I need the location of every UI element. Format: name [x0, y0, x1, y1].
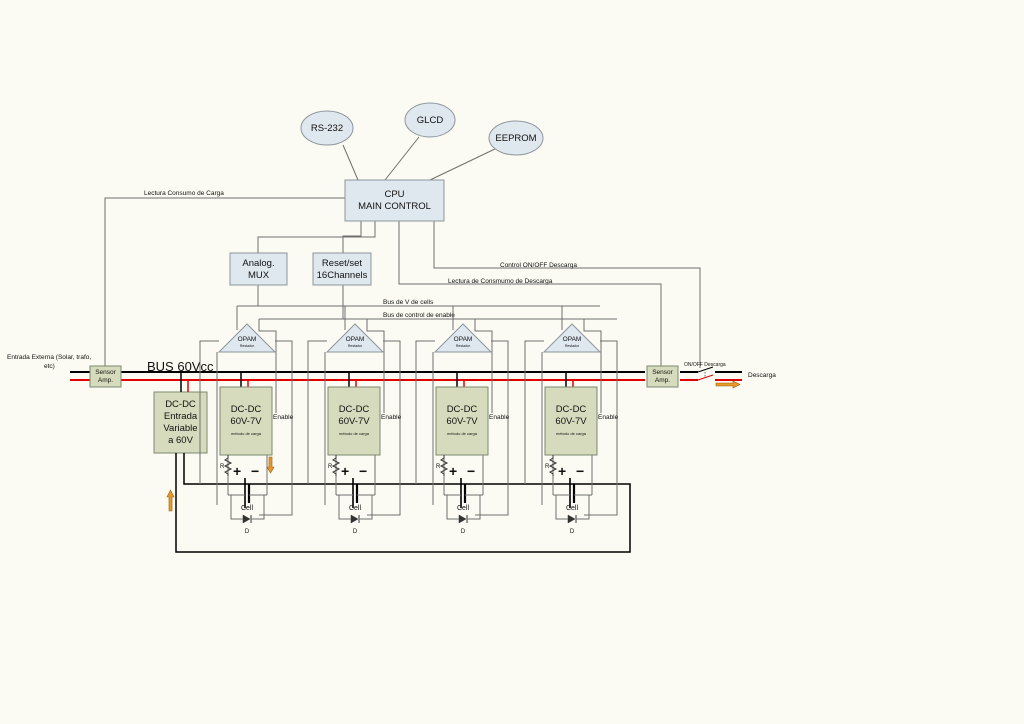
- dcdc-title: DC-DC: [447, 404, 478, 415]
- dcdc-subtitle: 60V-7V: [230, 416, 262, 427]
- opamp-label: OPAM: [454, 336, 473, 343]
- rs232-node: RS-232: [300, 110, 354, 146]
- opamp-sublabel: Restador: [240, 344, 255, 348]
- arrow-up-icon: [166, 489, 175, 512]
- cell-label: Cell: [457, 505, 470, 512]
- dcdc-method: método de carga: [447, 431, 478, 436]
- entrada-label-line2: etc): [44, 363, 55, 370]
- mux-block: Analog. MUX: [229, 252, 288, 286]
- cell-label: Cell: [349, 505, 362, 512]
- lectura-carga-label: Lectura Consumo de Carga: [144, 190, 224, 197]
- diode-icon: [567, 514, 576, 524]
- main-bus: [70, 366, 742, 381]
- sensor-left-title: Sensor: [95, 369, 116, 376]
- dcdc-subtitle: 60V-7V: [338, 416, 370, 427]
- dcdc-input-line2: Entrada: [164, 411, 198, 422]
- mux-subtitle: MUX: [248, 270, 270, 281]
- diode-icon: [242, 514, 251, 524]
- onoff-descarga-label: ON/OFF Descarga: [684, 362, 726, 368]
- dcdc-input-line3: Variable: [163, 423, 197, 434]
- bus-enable-label: Bus de control de enable: [383, 312, 455, 319]
- minus-sign: −: [359, 463, 367, 479]
- glcd-node: GLCD: [404, 102, 456, 138]
- diode-icon: [350, 514, 359, 524]
- descarga-label: Descarga: [748, 372, 776, 379]
- plus-sign: +: [449, 463, 457, 479]
- plus-sign: +: [341, 463, 349, 479]
- opamp-sublabel: Restador: [348, 344, 363, 348]
- sensor-left: Sensor Amp.: [89, 365, 122, 388]
- dcdc-title: DC-DC: [339, 404, 370, 415]
- cell-label: Cell: [566, 505, 579, 512]
- reset-title: Reset/set: [322, 258, 362, 269]
- opamp-sublabel: Restador: [456, 344, 471, 348]
- sensor-right-title: Sensor: [652, 369, 673, 376]
- diode-label: D: [570, 529, 575, 535]
- cpu-subtitle: MAIN CONTROL: [358, 201, 431, 212]
- opamp-label: OPAM: [346, 336, 365, 343]
- dcdc-method: método de carga: [556, 431, 587, 436]
- diode-label: D: [353, 529, 358, 535]
- sensor-left-subtitle: Amp.: [98, 377, 113, 384]
- dcdc-method: método de carga: [339, 431, 370, 436]
- cpu-block: CPU MAIN CONTROL: [344, 179, 445, 222]
- rs232-label: RS-232: [311, 123, 343, 134]
- dcdc-method: método de carga: [231, 431, 262, 436]
- bus-60-label: BUS 60Vcc: [147, 359, 214, 374]
- dcdc-input-line1: DC-DC: [165, 399, 196, 410]
- minus-sign: −: [576, 463, 584, 479]
- sensor-right-subtitle: Amp.: [655, 377, 670, 384]
- minus-sign: −: [467, 463, 475, 479]
- opamp-label: OPAM: [563, 336, 582, 343]
- flow-arrows: [166, 380, 741, 512]
- resistor-label: R: [328, 464, 333, 470]
- dcdc-title: DC-DC: [231, 404, 262, 415]
- eeprom-node: EEPROM: [488, 120, 544, 156]
- enable-label: Enable: [598, 414, 619, 421]
- entrada-label-line1: Entrada Externa (Solar, trafo,: [7, 354, 91, 361]
- reset-subtitle: 16Channels: [317, 270, 368, 281]
- resistor-label: R: [436, 464, 441, 470]
- diode-icon: [458, 514, 467, 524]
- diode-label: D: [461, 529, 466, 535]
- opamp-label: OPAM: [238, 336, 257, 343]
- resistor-label: R: [220, 464, 225, 470]
- sensor-right: Sensor Amp.: [646, 365, 679, 388]
- lectura-descarga-label: Lectura de Consmumo de Descarga: [448, 278, 553, 285]
- arrow-down-icon: [266, 456, 275, 474]
- dcdc-input-block: DC-DC Entrada Variable a 60V: [153, 372, 631, 553]
- control-wiring: [104, 136, 701, 368]
- plus-sign: +: [558, 463, 566, 479]
- mux-title: Analog.: [242, 258, 274, 269]
- bus-v-cells-label: Bus de V de cells: [383, 299, 434, 306]
- arrow-right-icon: [715, 380, 741, 389]
- dcdc-subtitle: 60V-7V: [446, 416, 478, 427]
- diode-label: D: [245, 529, 250, 535]
- enable-label: Enable: [381, 414, 402, 421]
- eeprom-label: EEPROM: [495, 133, 536, 144]
- minus-sign: −: [251, 463, 259, 479]
- dcdc-subtitle: 60V-7V: [555, 416, 587, 427]
- opamp-sublabel: Restador: [565, 344, 580, 348]
- reset-block: Reset/set 16Channels: [312, 252, 372, 286]
- glcd-label: GLCD: [417, 115, 444, 126]
- dcdc-title: DC-DC: [556, 404, 587, 415]
- plus-sign: +: [233, 463, 241, 479]
- cell-label: Cell: [241, 505, 254, 512]
- resistor-label: R: [545, 464, 550, 470]
- control-descarga-label: Control ON/OFF Descarga: [500, 262, 577, 269]
- dcdc-input-line4: a 60V: [168, 435, 193, 446]
- cpu-title: CPU: [384, 189, 404, 200]
- enable-label: Enable: [273, 414, 294, 421]
- enable-label: Enable: [489, 414, 510, 421]
